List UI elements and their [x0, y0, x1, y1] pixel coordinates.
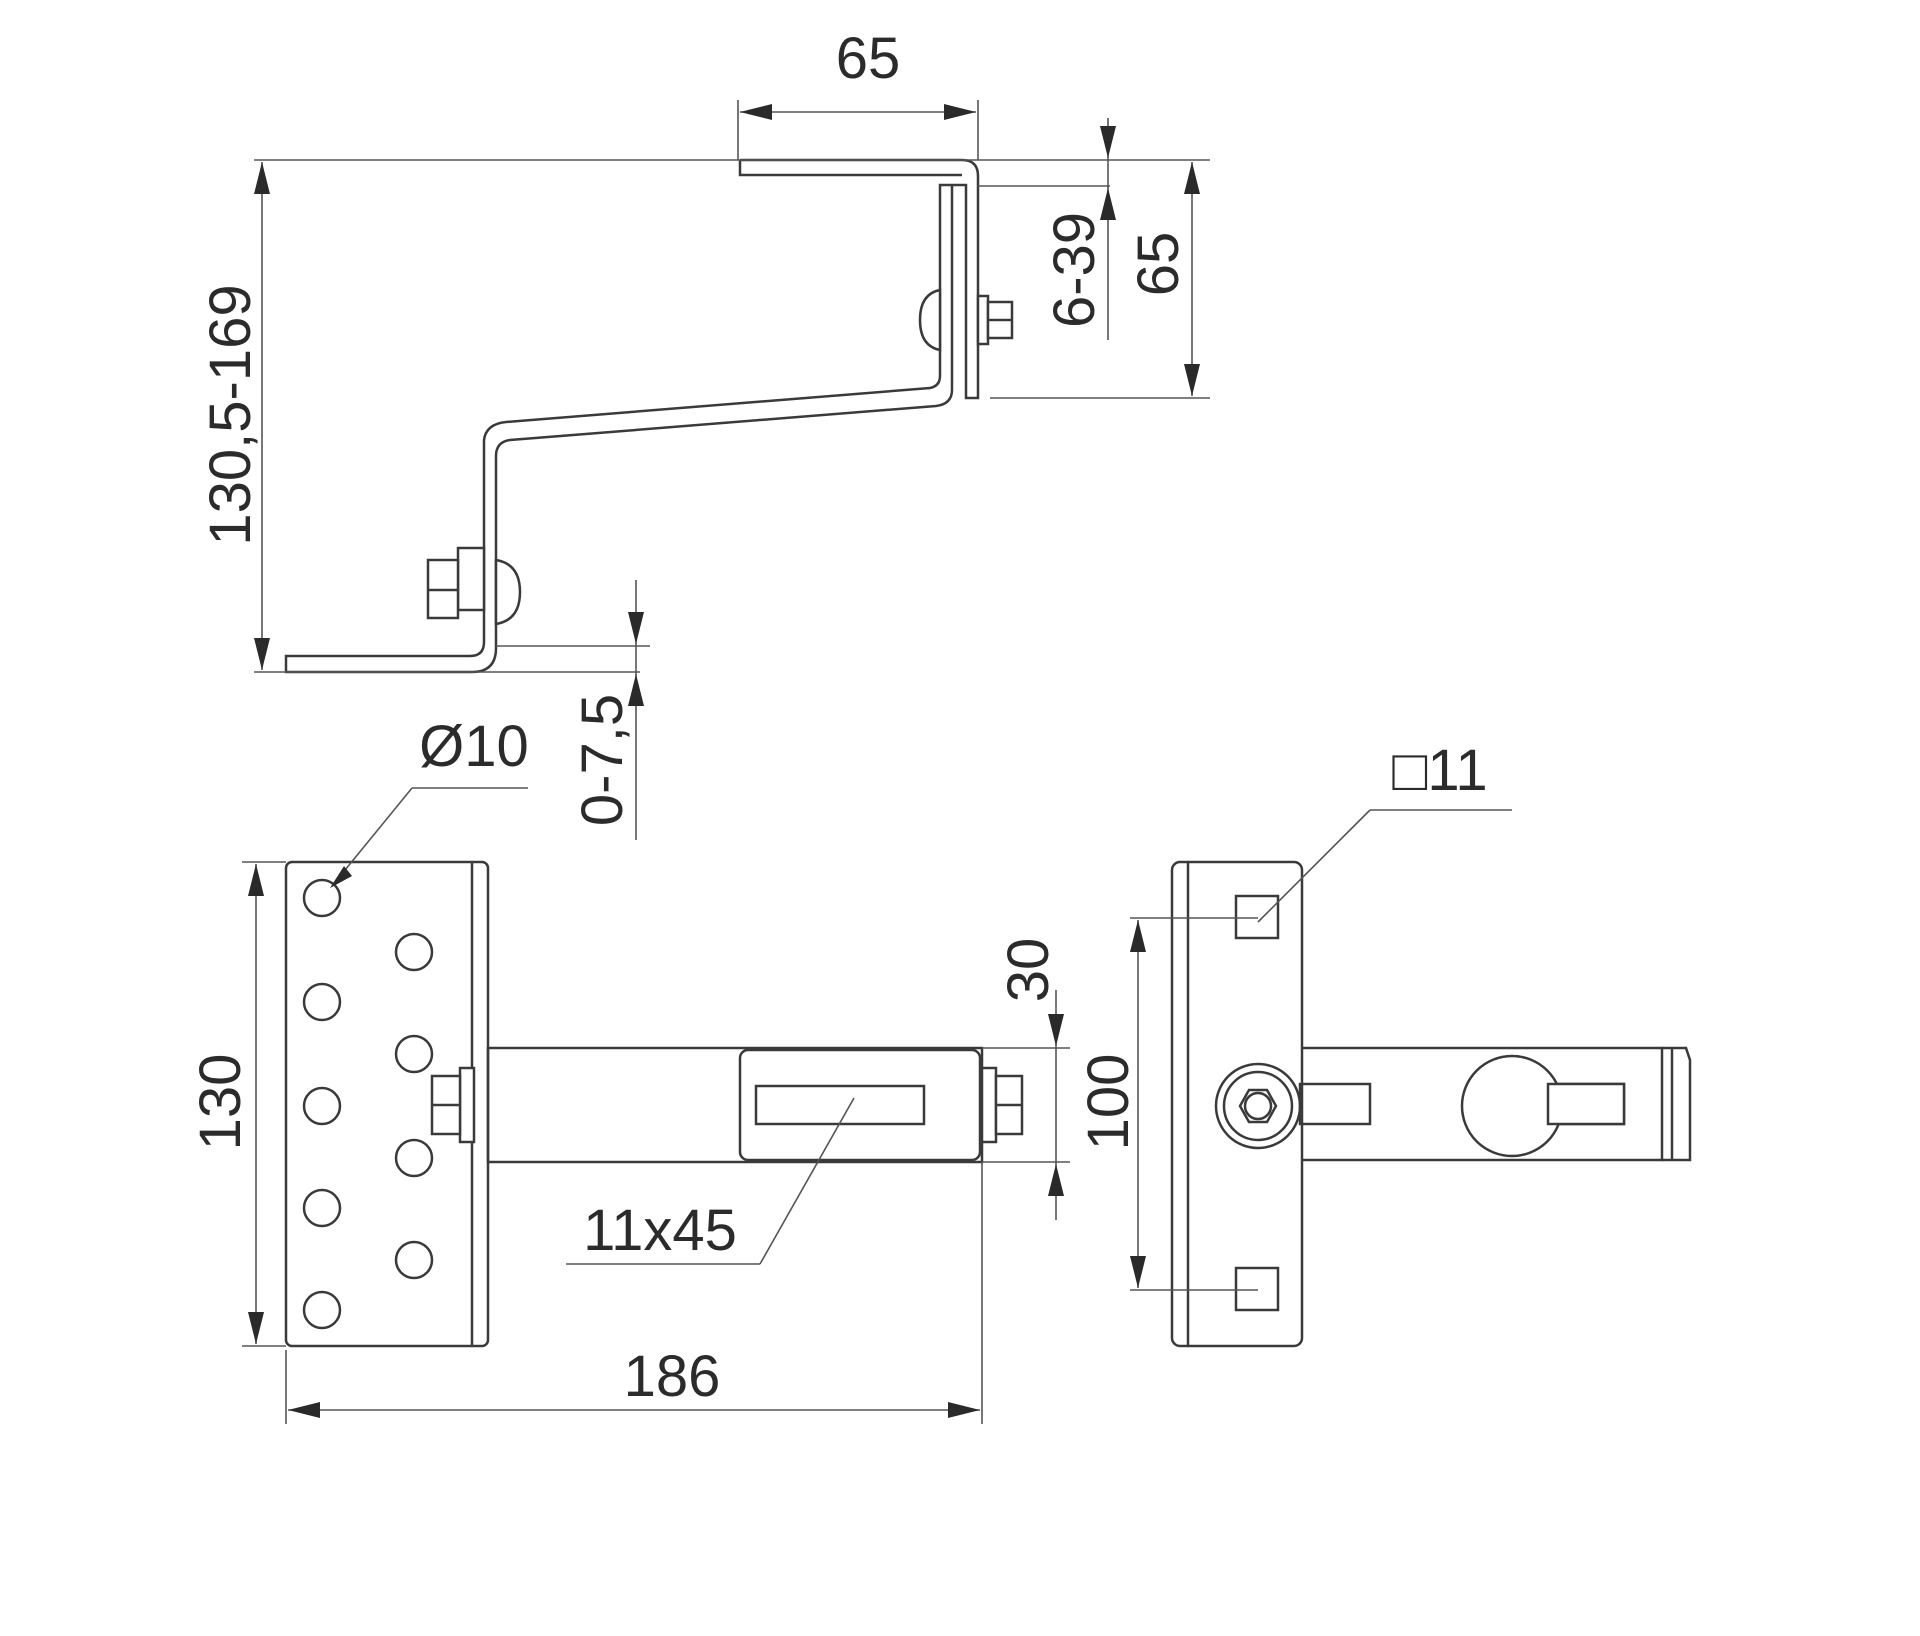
dimension-arm-width: 30	[996, 938, 1061, 1003]
dimension-top-width: 65	[836, 26, 901, 91]
slide-part	[738, 1048, 982, 1162]
rear-plate	[1170, 860, 1304, 1348]
dimension-overall-length: 186	[624, 1344, 721, 1409]
bracket-profile	[284, 158, 980, 674]
rear-arm	[1302, 1046, 1664, 1162]
dimension-hole-spacing: 100	[1076, 1054, 1141, 1151]
rear-nut	[1214, 1062, 1302, 1150]
front-view: Ø10 130 11x45 30 186	[188, 714, 1070, 1424]
slot-11x45	[754, 1084, 926, 1126]
dimension-hook-adjust: 6-39	[1042, 212, 1107, 328]
dimension-total-height: 130,5-169	[198, 284, 263, 545]
dimension-slot-size: 11x45	[583, 1198, 737, 1263]
dimension-base-adjust: 0-7,5	[570, 694, 635, 826]
square-hole-top	[1234, 894, 1280, 940]
side-view: 65 130,5-169 6-39 65 0-7,5	[198, 26, 1210, 840]
mounting-holes	[302, 878, 434, 1330]
nut-left	[430, 1066, 476, 1144]
square-hole-bottom	[1234, 1266, 1280, 1312]
dimension-top-height: 65	[1126, 232, 1191, 297]
dimension-hole-diameter: Ø10	[419, 714, 529, 779]
upper-bolt	[918, 288, 1014, 352]
rear-view: □11 100	[1076, 738, 1692, 1348]
bracket-arm	[486, 1046, 984, 1164]
dimension-square-hole: □11	[1392, 738, 1487, 803]
dimension-plate-height: 130	[188, 1054, 253, 1151]
lower-bolt	[426, 546, 522, 626]
nut-right	[980, 1066, 1024, 1144]
